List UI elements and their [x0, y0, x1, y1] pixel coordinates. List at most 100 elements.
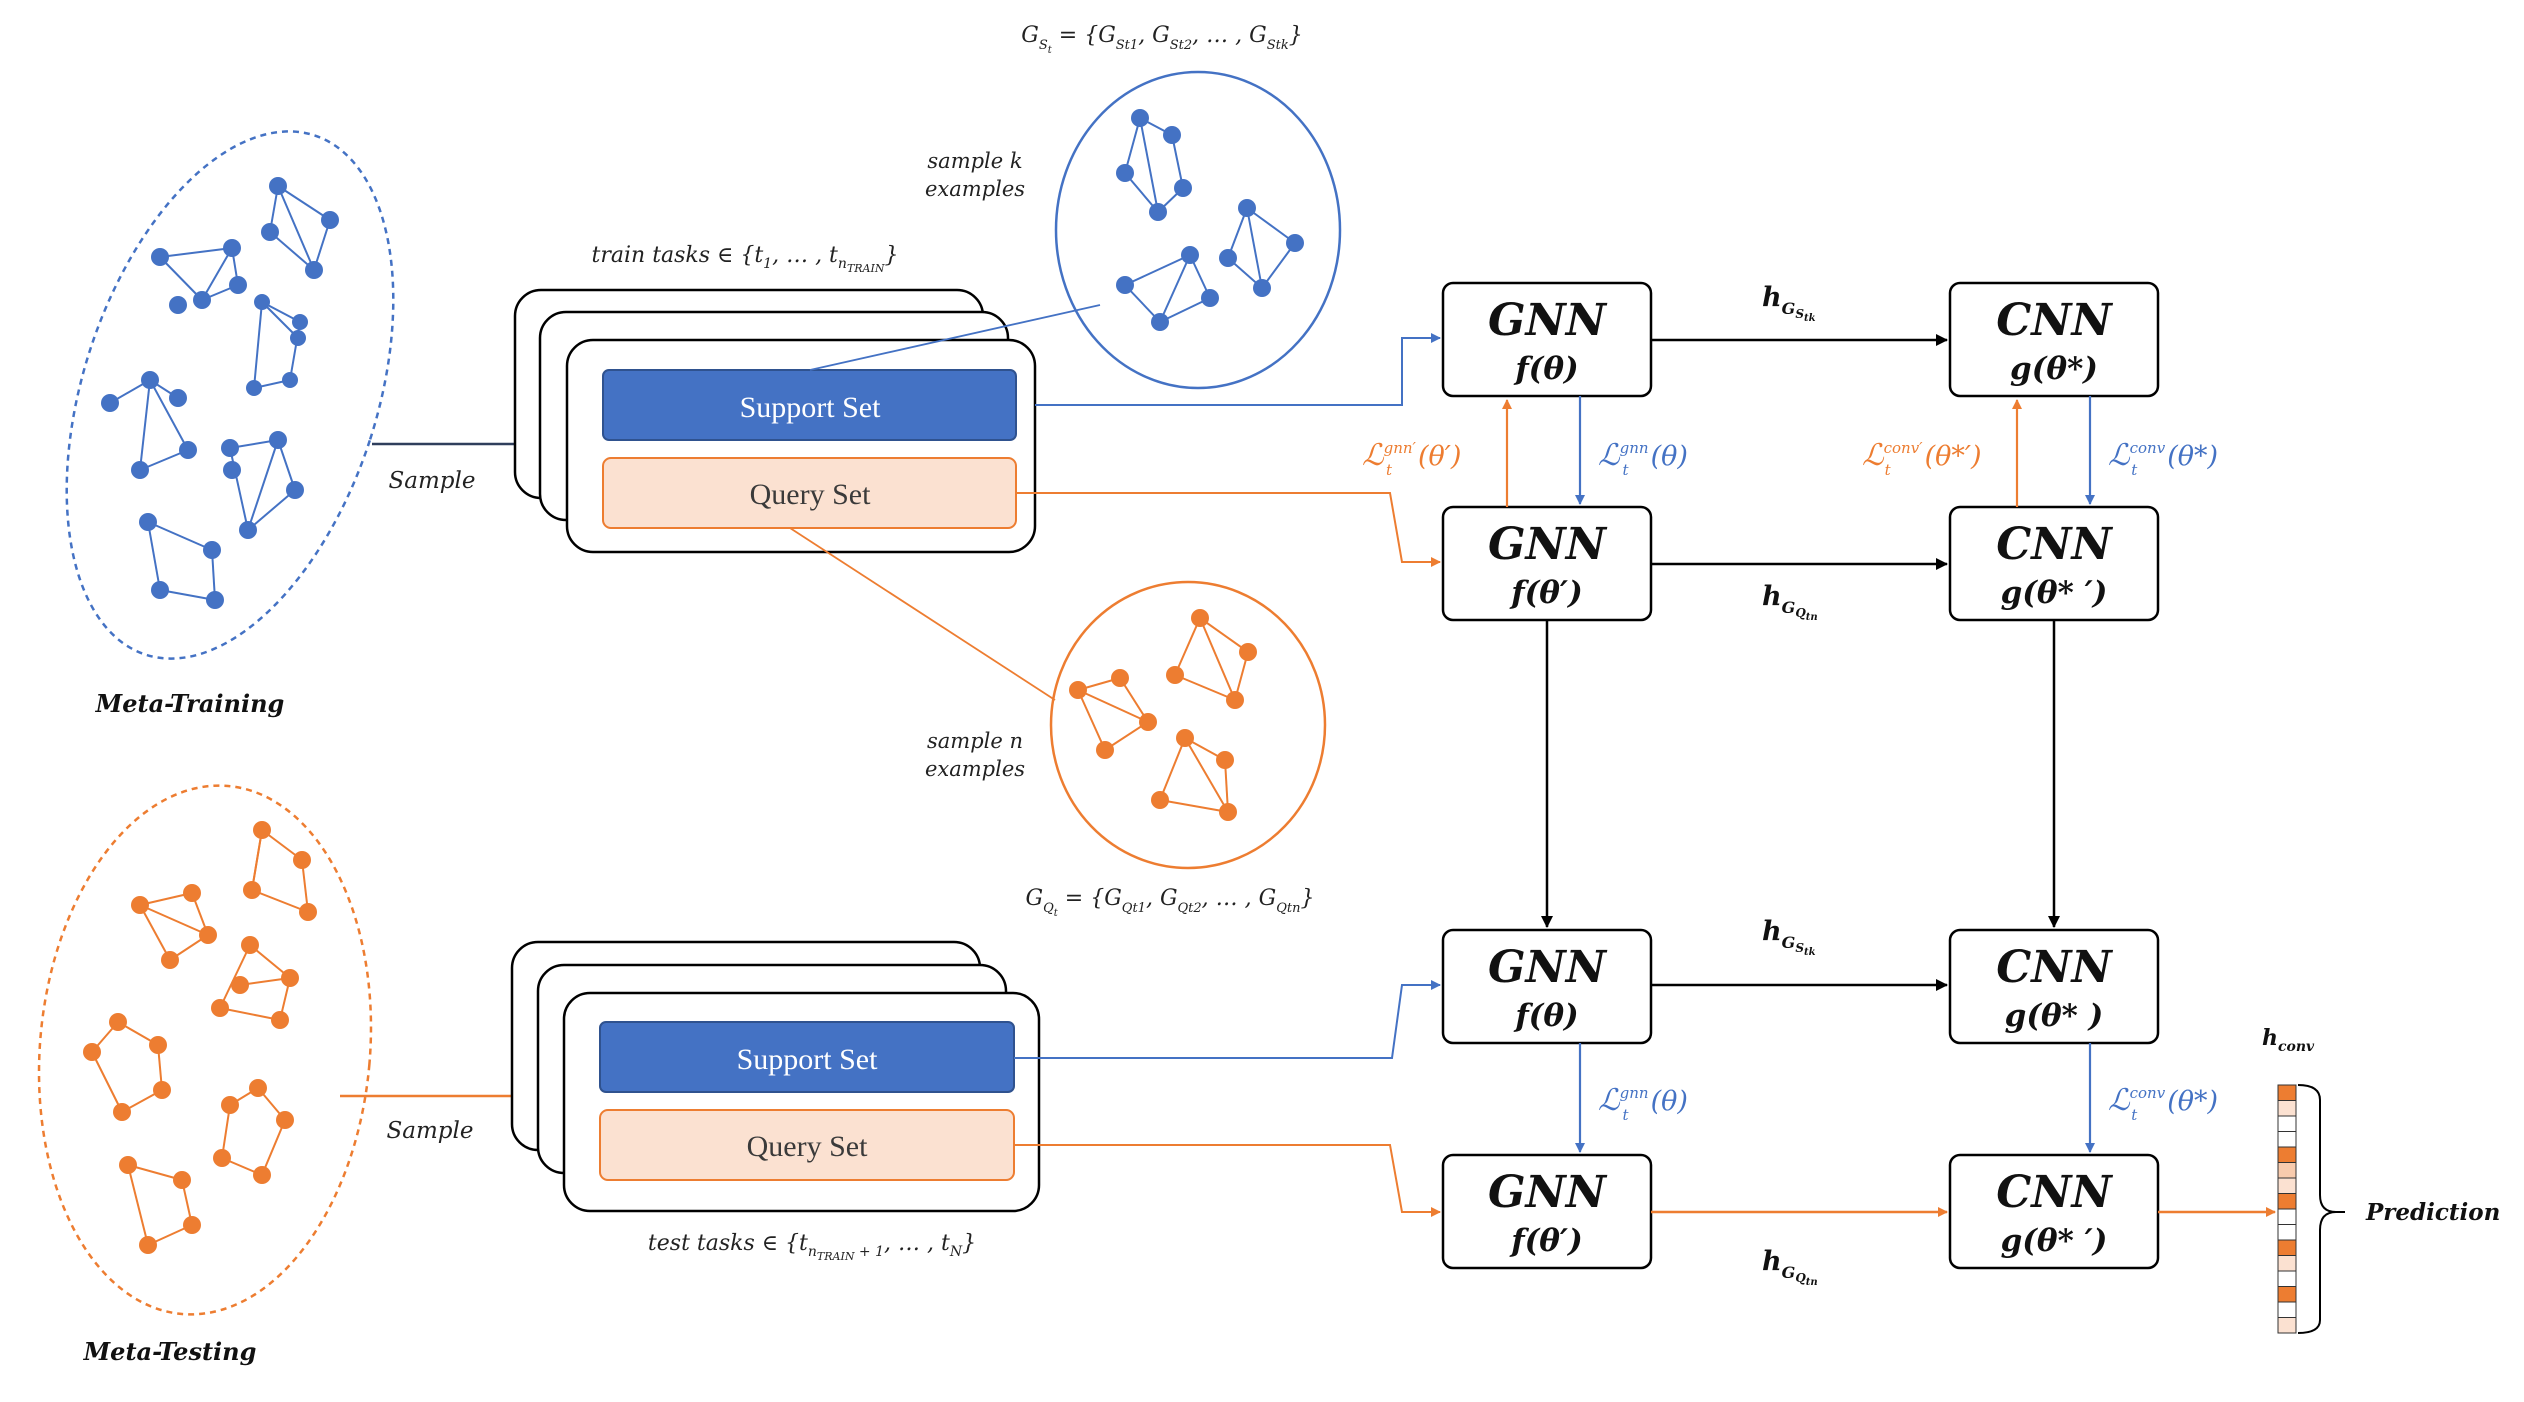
- graph-node: [1201, 289, 1219, 307]
- graph-edge: [1184, 737, 1229, 813]
- graph-node: [249, 1079, 267, 1097]
- graph-edge: [1246, 207, 1263, 289]
- small-graph: [246, 294, 308, 396]
- meta-training-label: Meta-Training: [95, 689, 285, 718]
- graph-node: [213, 1149, 231, 1167]
- graph-node: [179, 441, 197, 459]
- support-sample-link: [809, 304, 1101, 371]
- graph-edge: [247, 489, 296, 531]
- cnn-param: g(θ* ′): [2001, 575, 2108, 611]
- test-support-set-label: Support Set: [737, 1043, 879, 1076]
- output-vector-cell: [2277, 1301, 2297, 1318]
- loss-gnn-prime: ℒgnn′t(θ′): [1362, 438, 1461, 479]
- graph-edge: [277, 185, 315, 271]
- graph-edge: [1159, 297, 1211, 323]
- train-tasks-label: train tasks ∈ {t1, … , tnTRAIN}: [592, 243, 899, 275]
- graph-edge: [1139, 117, 1159, 213]
- small-graph: [1151, 729, 1237, 821]
- graph-node: [223, 461, 241, 479]
- graph-edge: [139, 904, 209, 936]
- prediction-label: Prediction: [2365, 1199, 2500, 1226]
- graph-node: [151, 581, 169, 599]
- gnn-param: f(θ′): [1509, 1223, 1583, 1259]
- output-vector-cell: [2277, 1239, 2297, 1256]
- graph-node: [1151, 313, 1169, 331]
- graph-node: [293, 851, 311, 869]
- graph-edge: [201, 247, 233, 301]
- graph-node: [83, 1043, 101, 1061]
- train-query-set-label: Query Set: [750, 478, 871, 511]
- small-graph: [1166, 609, 1257, 709]
- output-vector-cell: [2277, 1146, 2297, 1163]
- graph-node: [199, 926, 217, 944]
- graph-node: [193, 291, 211, 309]
- graph-node: [253, 821, 271, 839]
- graph-node: [223, 239, 241, 257]
- graph-node: [261, 223, 279, 241]
- graph-node: [1238, 199, 1256, 217]
- support-to-gnn-train: [1035, 333, 1441, 406]
- graph-node: [243, 881, 261, 899]
- graph-edge: [261, 301, 299, 339]
- graph-node: [131, 896, 149, 914]
- gnn-param: f(θ′): [1509, 575, 1583, 611]
- output-vector: [2277, 1084, 2297, 1334]
- gnn-box-test-query: GNN f(θ′): [1441, 1153, 1653, 1270]
- loss-conv-prime: ℒconv′t(θ*′): [1862, 438, 1982, 479]
- cnn-param: g(θ* ): [2005, 998, 2104, 1034]
- graph-node: [239, 521, 257, 539]
- cnn-title: CNN: [1996, 295, 2113, 346]
- graph-node: [141, 371, 159, 389]
- graph-node: [131, 461, 149, 479]
- graph-node: [1151, 791, 1169, 809]
- graph-node: [221, 1096, 239, 1114]
- graph-edge: [219, 944, 251, 1009]
- graph-edge: [1246, 207, 1296, 244]
- h-gs-label-row3: hGStk: [1762, 916, 1816, 958]
- output-vector-cell: [2277, 1131, 2297, 1148]
- train-task-stack: Support Set Query Set: [513, 288, 1037, 554]
- graph-node: [229, 276, 247, 294]
- meta-training-pool: [65, 130, 395, 660]
- graph-edge: [91, 1051, 123, 1113]
- cnn-title: CNN: [1996, 942, 2113, 993]
- graph-node: [271, 1011, 289, 1029]
- gnn-box-train-support: GNN f(θ): [1441, 281, 1653, 398]
- graph-node: [1219, 249, 1237, 267]
- graph-node: [1111, 669, 1129, 687]
- query-to-gnn-train: [1016, 492, 1441, 567]
- small-graph: [221, 431, 304, 539]
- gnn-title: GNN: [1488, 1167, 1608, 1218]
- small-graph: [101, 371, 197, 479]
- graph-node: [286, 481, 304, 499]
- query-sample-link: [789, 527, 1056, 701]
- graph-node: [241, 936, 259, 954]
- graph-edge: [127, 1164, 183, 1181]
- graph-node: [1176, 729, 1194, 747]
- graph-edge: [277, 185, 331, 221]
- graph-node: [269, 177, 287, 195]
- graph-node: [1149, 203, 1167, 221]
- graph-node: [290, 330, 306, 346]
- graph-node: [1163, 126, 1181, 144]
- output-vector-cell: [2277, 1286, 2297, 1303]
- graph-edge: [253, 301, 263, 389]
- graph-node: [183, 1216, 201, 1234]
- small-graph: [243, 821, 317, 921]
- output-vector-cell: [2277, 1100, 2297, 1117]
- query-sample-graphs: [1069, 609, 1257, 821]
- graph-edge: [139, 379, 151, 471]
- cnn-title: CNN: [1996, 1167, 2113, 1218]
- graph-node: [299, 903, 317, 921]
- gnn-param: f(θ): [1513, 351, 1578, 387]
- meta-training-graphs: [101, 177, 339, 609]
- graph-node: [1174, 179, 1192, 197]
- graph-node: [254, 294, 270, 310]
- graph-node: [292, 314, 308, 330]
- graph-edge: [147, 521, 213, 551]
- output-vector-cell: [2277, 1224, 2297, 1241]
- graph-node: [151, 248, 169, 266]
